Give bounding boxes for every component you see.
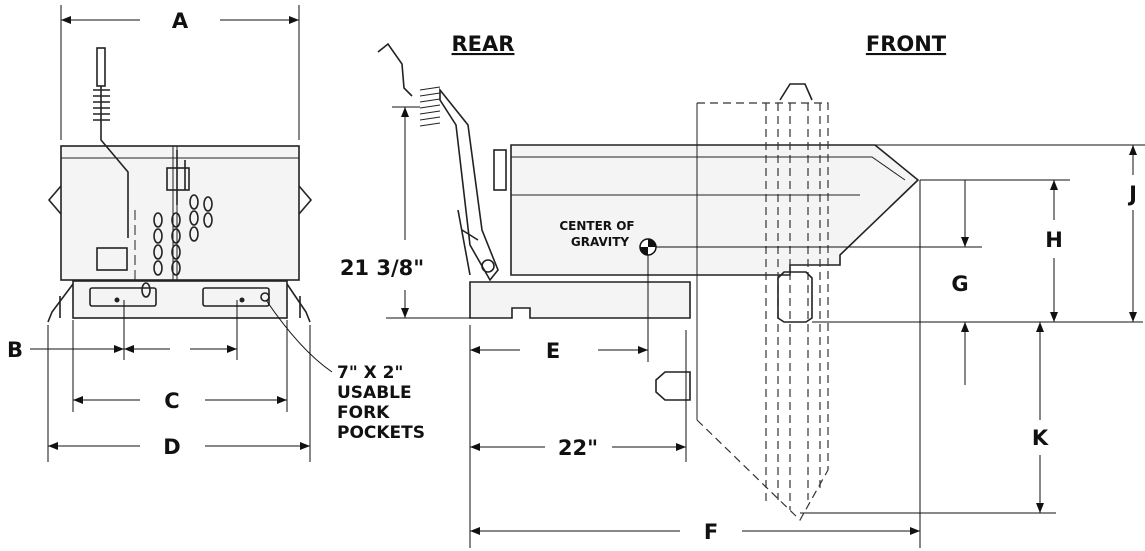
dimension-e: E (469, 325, 648, 548)
dimension-f: F (470, 180, 921, 548)
dimension-k: K (800, 322, 1056, 514)
dimension-h-label: H (1045, 228, 1063, 252)
side-view-base (469, 281, 691, 319)
center-of-gravity-marker (639, 238, 982, 362)
dimension-f-label: F (704, 520, 718, 544)
dimension-b-label: B (7, 338, 23, 362)
center-of-gravity-line-1: CENTER OF (559, 219, 634, 233)
fork-pocket-note: 7" X 2" USABLE FORK POCKETS (265, 299, 425, 443)
center-of-gravity-line-2: GRAVITY (571, 235, 630, 249)
dimension-height: 21 3/8" (340, 106, 470, 319)
dimension-a: A (60, 5, 300, 140)
release-handle (93, 47, 129, 238)
dimension-g: G (920, 179, 985, 385)
dimension-g-label: G (951, 272, 968, 296)
dimension-j-label: J (1127, 182, 1137, 206)
dimension-22-label: 22" (558, 436, 598, 460)
fork-pocket-note-line-3: FORK (337, 403, 390, 423)
fork-pocket-note-line-1: 7" X 2" (337, 363, 403, 383)
rear-latch-assembly (377, 42, 507, 282)
dimension-k-label: K (1032, 426, 1049, 450)
side-view: CENTER OF GRAVITY (377, 42, 982, 521)
dimension-d-label: D (163, 435, 180, 459)
dimension-c-label: C (164, 389, 179, 413)
dimension-a-label: A (172, 9, 189, 33)
chains (134, 167, 213, 298)
dimension-d: D (47, 325, 311, 462)
dimension-b: B (7, 300, 238, 362)
dimension-j: J (875, 144, 1145, 322)
dimension-22: 22" (470, 330, 687, 462)
end-view (47, 47, 313, 323)
dimension-c: C (72, 320, 288, 413)
dimension-e-label: E (546, 339, 560, 363)
end-view-fork-frame (72, 280, 288, 319)
fork-pocket-note-line-2: USABLE (337, 383, 412, 403)
side-view-hopper-body (510, 144, 920, 276)
front-label: FRONT (866, 32, 947, 56)
rear-label: REAR (452, 32, 515, 56)
fork-pocket-left (89, 287, 157, 307)
dimension-h: H (985, 179, 1070, 322)
fork-pocket-note-line-4: POCKETS (337, 423, 425, 443)
dimension-height-label: 21 3/8" (340, 256, 424, 280)
